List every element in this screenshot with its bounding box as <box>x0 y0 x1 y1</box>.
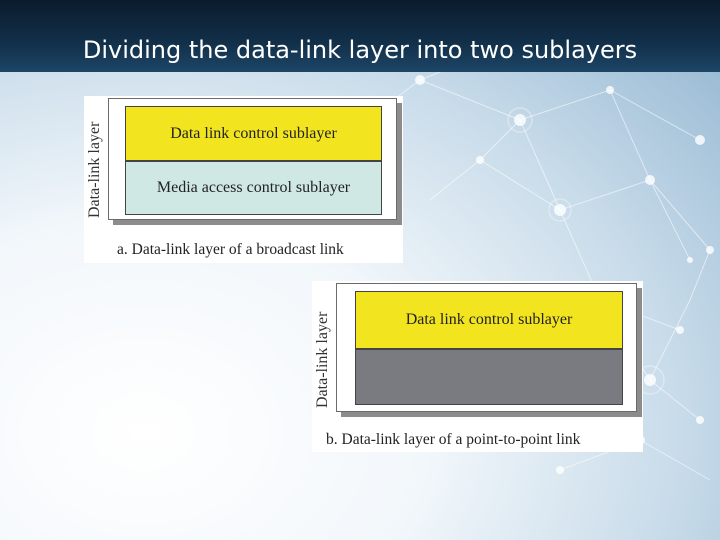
page-title: Dividing the data-link layer into two su… <box>82 36 638 64</box>
diagram-b-bottom-layer <box>355 349 623 405</box>
diagram-a-vertical-label: Data-link layer <box>86 121 103 218</box>
diagram-b-vertical-label: Data-link layer <box>314 311 331 408</box>
diagram-b-caption: b. Data-link layer of a point-to-point l… <box>326 431 581 448</box>
diagram-b: Data-link layer Data link control sublay… <box>312 281 643 452</box>
diagram-a: Data-link layer Data link control sublay… <box>84 96 403 263</box>
diagram-a-bottom-layer: Media access control sublayer <box>125 161 382 215</box>
diagram-a-caption: a. Data-link layer of a broadcast link <box>117 241 344 258</box>
title-bar <box>0 0 720 72</box>
diagram-a-top-layer: Data link control sublayer <box>125 106 382 161</box>
diagram-b-top-layer: Data link control sublayer <box>355 291 623 349</box>
